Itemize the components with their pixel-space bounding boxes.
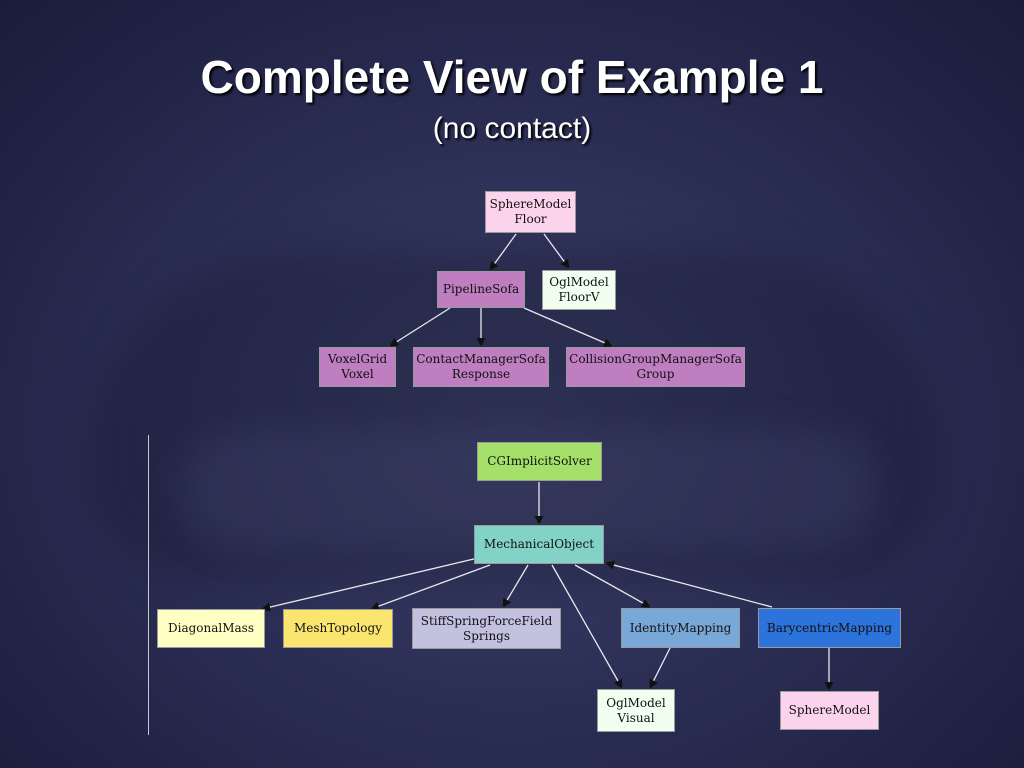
edge-barymap-to-mechobj [605, 560, 773, 608]
edge-mechobj-to-meshtopo [370, 564, 491, 611]
node-spheremodel-floor-line1: SphereModel [489, 197, 572, 211]
node-contactmanagersofa: ContactManagerSofa Response [413, 347, 549, 387]
node-voxelgrid-line1: VoxelGrid [327, 352, 388, 366]
node-oglmodel-floor: OglModel FloorV [542, 270, 616, 310]
node-stiffspringforcefield-line1: StiffSpringForceField [420, 613, 553, 628]
edge-mechobj-to-stiffspring [502, 564, 529, 608]
node-identitymapping: IdentityMapping [621, 608, 740, 648]
node-pipelinesofa-label: PipelineSofa [442, 282, 520, 296]
node-mechanicalobject: MechanicalObject [474, 525, 604, 564]
slide-subtitle: (no contact) [432, 112, 592, 145]
node-collisiongroupmanagersofa: CollisionGroupManagerSofa Group [566, 347, 745, 387]
node-voxelgrid-line2: Voxel [341, 367, 374, 381]
node-stiffspringforcefield-line2: Springs [462, 628, 511, 643]
edge-sphere-floor-to-pipeline [489, 233, 517, 271]
node-oglmodel-floor-line2: FloorV [558, 290, 600, 304]
node-diagonalmass: DiagonalMass [157, 609, 265, 648]
node-oglmodel-visual-line1: OglModel [606, 695, 666, 710]
node-collisiongroupmanagersofa-line2: Group [636, 367, 675, 381]
node-collisiongroupmanagersofa-line1: CollisionGroupManagerSofa [569, 352, 742, 366]
edge-mechobj-to-oglmodel-visual [551, 564, 623, 689]
edge-sphere-floor-to-oglmodel-floor [543, 233, 570, 269]
node-barycentricmapping: BarycentricMapping [758, 608, 901, 648]
edge-mechobj-to-diagmass [261, 557, 479, 612]
node-contactmanagersofa-line2: Response [451, 367, 511, 381]
node-pipelinesofa: PipelineSofa [437, 271, 525, 308]
node-barycentricmapping-label: BarycentricMapping [766, 620, 893, 635]
node-mechanicalobject-label: MechanicalObject [483, 537, 595, 551]
node-spheremodel: SphereModel [780, 691, 879, 730]
node-meshtopology-label: MeshTopology [293, 621, 382, 635]
node-stiffspringforcefield: StiffSpringForceField Springs [412, 608, 561, 649]
node-meshtopology: MeshTopology [283, 609, 393, 648]
node-diagonalmass-label: DiagonalMass [168, 621, 254, 635]
divider-line [148, 435, 149, 735]
edge-mechobj-to-identmap [574, 564, 651, 608]
node-spheremodel-floor: SphereModel Floor [485, 191, 576, 233]
node-spheremodel-label: SphereModel [788, 703, 871, 717]
node-contactmanagersofa-line1: ContactManagerSofa [416, 352, 546, 366]
node-cgimplicitsolver-label: CGImplicitSolver [487, 454, 592, 468]
node-oglmodel-visual-line2: Visual [617, 710, 655, 725]
node-voxelgrid: VoxelGrid Voxel [319, 347, 396, 387]
node-cgimplicitsolver: CGImplicitSolver [477, 442, 602, 481]
node-oglmodel-floor-line1: OglModel [549, 275, 609, 289]
slide-title: Complete View of Example 1 [200, 51, 824, 103]
node-oglmodel-visual: OglModel Visual [597, 689, 675, 732]
node-identitymapping-label: IdentityMapping [629, 620, 732, 635]
node-spheremodel-floor-line2: Floor [514, 212, 547, 226]
edge-pipeline-to-collisiongroup [523, 307, 613, 347]
edge-pipeline-to-voxelgrid [389, 307, 451, 347]
edge-identmap-to-oglmodel-visual [649, 647, 671, 689]
